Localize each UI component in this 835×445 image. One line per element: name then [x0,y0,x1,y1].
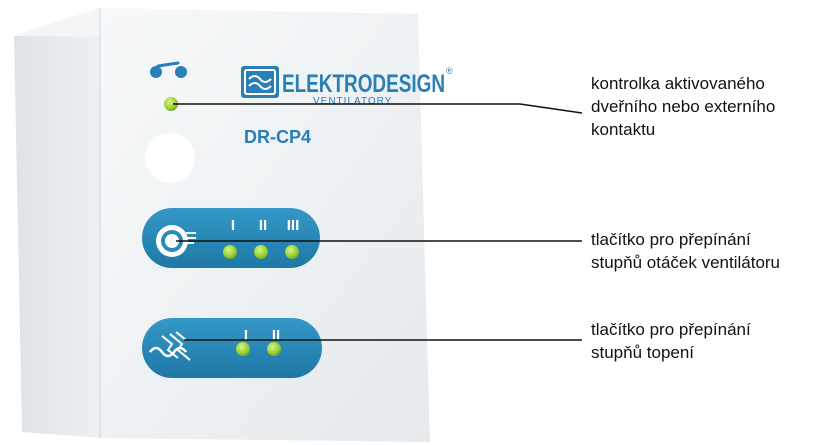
round-button[interactable] [145,133,195,183]
heating-panel: I II [142,318,322,378]
leader-lines [173,103,583,341]
callout-line: stupňů otáček ventilátoru [591,253,781,272]
callout-contact-led: kontrolka aktivovaného dveřního nebo ext… [591,72,775,141]
heat-level-mark-1: I [244,327,248,344]
callout-line: kontaktu [591,120,656,139]
fan-speed-mark-3: III [287,217,300,234]
fan-speed-led-2 [254,245,268,259]
contact-indicator-led [164,97,178,111]
leader-line-contact-led [173,103,583,114]
fan-speed-mark-1: I [231,217,235,234]
heating-icon [149,331,191,361]
door-contact-icon [150,61,187,78]
model-name: DR-CP4 [244,127,311,147]
callout-fan-button: tlačítko pro přepínání stupňů otáček ven… [591,228,780,274]
fan-speed-button[interactable] [156,225,196,257]
callout-heating-button: tlačítko pro přepínání stupňů topení [591,318,751,364]
brand-name: ELEKTRODESIGN [282,70,445,98]
panel-side [14,8,100,438]
callout-line: stupňů topení [591,343,695,362]
brand-emblem-icon [241,66,279,98]
brand-subtitle: VENTILATORY [313,96,392,107]
heat-level-mark-2: II [272,327,280,344]
callout-line: tlačítko pro přepínání [591,230,751,249]
fan-speed-panel: I II III [142,208,320,268]
fan-icon [186,232,196,244]
fan-speed-led-1 [223,245,237,259]
fan-speed-led-3 [285,245,299,259]
heat-level-led-1 [236,342,250,356]
callout-line: dveřního nebo externího [591,97,776,116]
heating-button[interactable] [149,331,191,361]
fan-speed-mark-2: II [259,217,267,234]
heat-level-led-2 [267,342,281,356]
registered-mark: ® [446,66,453,76]
callout-line: tlačítko pro přepínání [591,320,751,339]
callout-line: kontrolka aktivovaného [591,74,765,93]
brand-logo: ELEKTRODESIGN ® VENTILATORY [241,66,453,107]
